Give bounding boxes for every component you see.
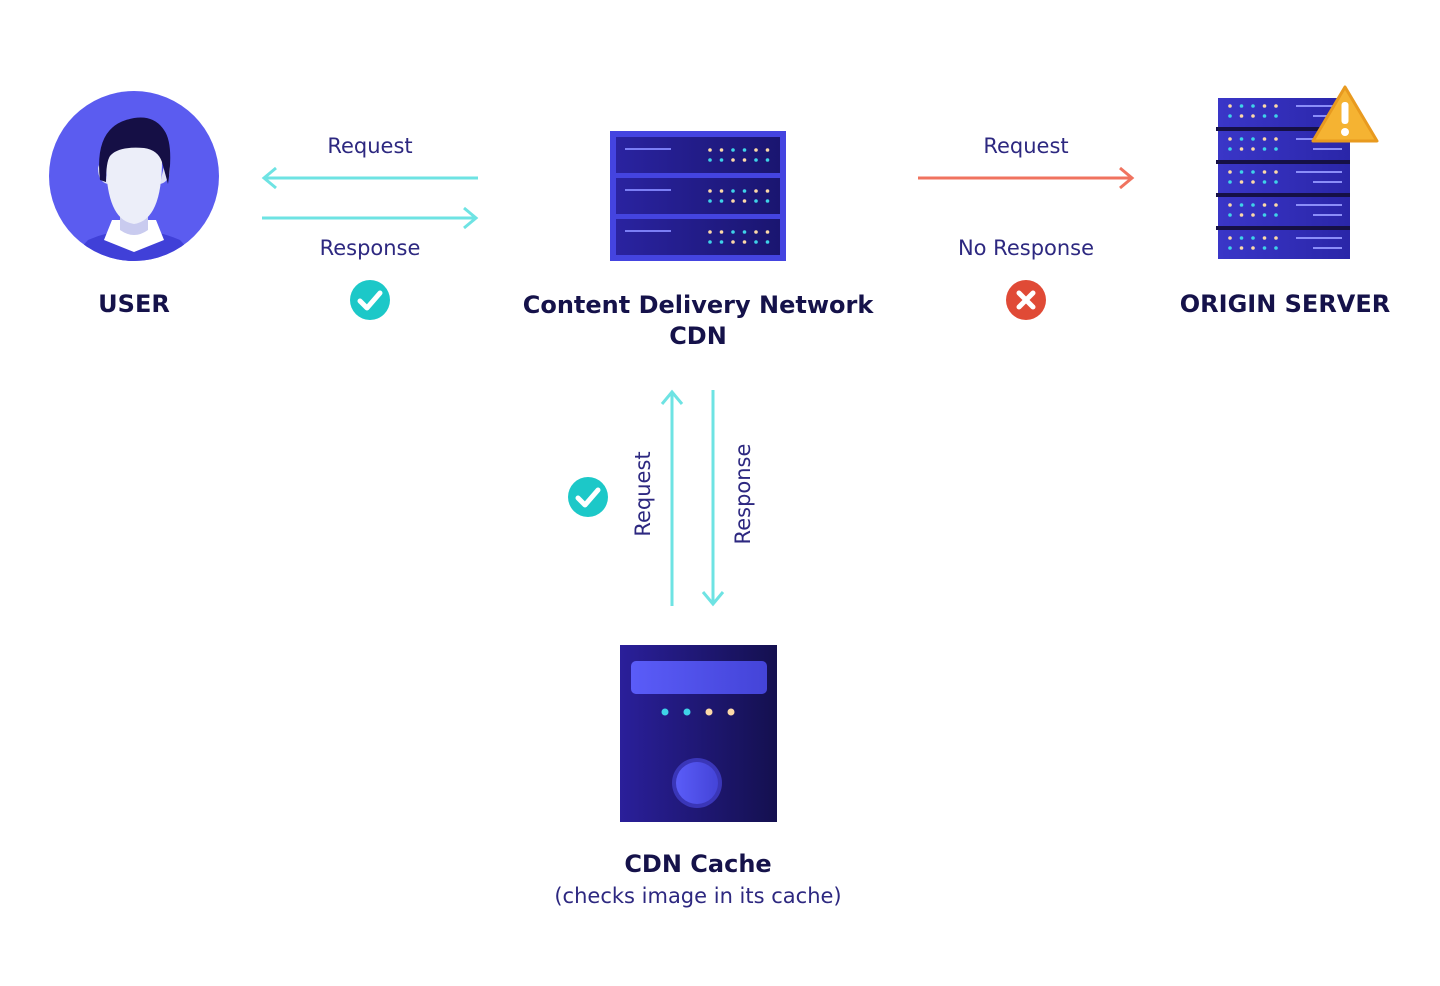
success-check-icon xyxy=(568,477,608,517)
cdn-server-icon xyxy=(610,131,786,261)
user-cdn-response-label: Response xyxy=(319,236,421,260)
user-cdn-request-label: Request xyxy=(327,134,413,158)
user-node xyxy=(48,90,220,262)
user-label: USER xyxy=(98,290,170,318)
cache-sublabel: (checks image in its cache) xyxy=(554,884,842,908)
origin-label: ORIGIN SERVER xyxy=(1179,290,1391,318)
origin-server-row xyxy=(1216,127,1350,160)
warning-icon xyxy=(1311,85,1379,143)
cdn-cache-response-label: Response xyxy=(731,443,755,545)
cdn-origin-response-label: No Response xyxy=(957,236,1095,260)
user-avatar-icon xyxy=(49,91,219,261)
user-cdn-request-arrow xyxy=(261,166,478,190)
cdn-cache-response-arrow xyxy=(701,390,725,607)
cdn-label-line1: Content Delivery Network xyxy=(522,291,874,319)
cdn-node xyxy=(610,131,786,261)
cdn-origin-request-label: Request xyxy=(983,134,1069,158)
origin-server-row xyxy=(1218,98,1350,127)
origin-server-icon xyxy=(1216,98,1350,259)
origin-server-row xyxy=(1216,193,1350,226)
user-cdn-response-arrow xyxy=(262,206,479,230)
cdn-label-line2: CDN xyxy=(669,322,727,350)
cdn-server-row xyxy=(616,219,780,255)
cdn-cache-request-label: Request xyxy=(631,451,655,537)
origin-server-row xyxy=(1216,160,1350,193)
cache-node xyxy=(620,645,777,822)
success-check-icon xyxy=(350,280,390,320)
cache-label: CDN Cache xyxy=(624,850,772,878)
cdn-server-row xyxy=(616,178,780,214)
cache-storage-icon xyxy=(620,645,777,822)
cdn-cache-request-arrow xyxy=(660,389,684,606)
cdn-origin-request-arrow xyxy=(918,166,1135,190)
cdn-label: Content Delivery Network CDN xyxy=(480,290,916,352)
failure-x-icon xyxy=(1006,280,1046,320)
origin-server-row xyxy=(1216,226,1350,259)
origin-node xyxy=(1216,82,1382,264)
cdn-server-row xyxy=(616,137,780,173)
